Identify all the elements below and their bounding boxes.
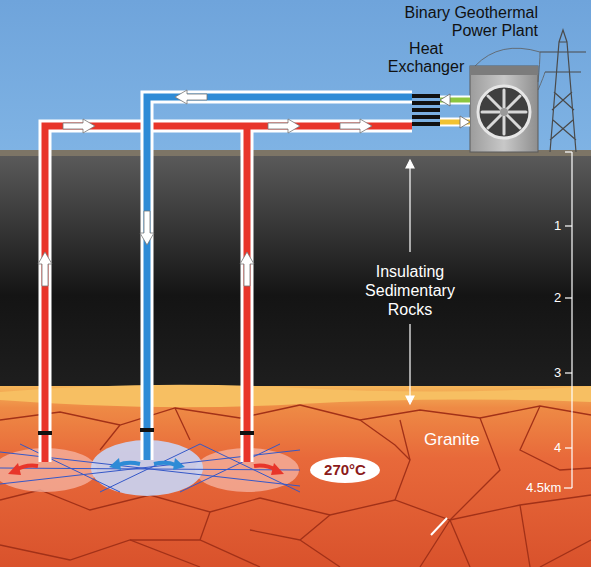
pylon-frame — [540, 30, 586, 152]
outflow-arrow — [118, 463, 140, 465]
flow-arrow — [240, 252, 254, 286]
production-pipe-outline — [241, 126, 254, 462]
arrowhead — [109, 458, 121, 470]
crack — [260, 495, 591, 520]
depth-number: 4.5km — [526, 480, 561, 496]
crack — [0, 540, 200, 567]
flow-arrow — [268, 119, 300, 133]
flow-arrow — [340, 119, 372, 133]
crack — [300, 405, 591, 420]
sedimentary-layer — [0, 156, 591, 388]
crack — [130, 540, 260, 567]
injection-pipe-outline — [147, 97, 412, 460]
fluid-pipe — [440, 94, 470, 106]
scale-tick — [565, 447, 572, 448]
plate — [412, 122, 440, 126]
well-packer — [38, 431, 52, 435]
scale-tick — [565, 151, 572, 152]
outflow-arrow — [154, 463, 176, 465]
fan-hub — [500, 108, 508, 116]
plate — [412, 115, 440, 119]
arrow-line — [409, 324, 410, 398]
fan-blades — [482, 90, 526, 134]
arrowhead — [271, 463, 284, 475]
power-line — [475, 48, 545, 90]
plate — [412, 101, 440, 105]
plant-building — [470, 66, 538, 152]
depth-number: 3 — [554, 365, 561, 381]
crack — [250, 515, 340, 567]
fluid-pipe — [440, 116, 470, 128]
crack — [420, 520, 470, 567]
arrowhead — [173, 458, 185, 470]
temperature-oval: 270°C — [310, 457, 380, 483]
depth-number: 4 — [554, 440, 561, 456]
plant-roof — [470, 66, 538, 75]
slash-mark — [431, 518, 447, 535]
flow-arrow — [140, 211, 154, 245]
flow-arrow — [63, 119, 95, 133]
plate — [412, 108, 440, 112]
production-pipe — [45, 126, 412, 462]
arrowhead — [406, 160, 414, 168]
heat-exchanger: Heat Exchanger — [412, 92, 440, 130]
arrowhead — [460, 116, 470, 128]
scale-tick — [565, 372, 572, 373]
outflow-arrows — [8, 458, 284, 475]
depth-number: 1 — [554, 218, 561, 234]
flow-arrows — [38, 90, 372, 286]
injection-pipe — [147, 97, 412, 460]
scale-line — [571, 152, 572, 488]
flow-arrow — [38, 252, 52, 286]
layer-label: Granite — [424, 430, 480, 450]
arrowhead — [406, 396, 414, 404]
arrowhead — [440, 94, 450, 106]
plate — [412, 94, 440, 98]
granite-layer — [0, 386, 591, 567]
crack — [520, 406, 591, 470]
granite-contact — [0, 385, 591, 407]
power-plant: Binary Geothermal Power Plant — [470, 66, 538, 152]
plant-fan — [478, 86, 530, 138]
scale-tick — [565, 225, 572, 226]
layer-label: Insulating Sedimentary Rocks — [350, 262, 470, 319]
fan-blade — [482, 90, 526, 134]
granite-cracks — [0, 405, 591, 567]
flow-arrow — [175, 90, 207, 104]
production-pipe — [244, 126, 251, 462]
heat-exchanger-plates — [412, 94, 440, 126]
node-heading: Binary Geothermal Power Plant — [363, 4, 538, 40]
production-pipe-outline — [45, 126, 412, 462]
temperature-value: 270°C — [324, 461, 366, 479]
crack — [395, 420, 410, 500]
scale-tick — [565, 297, 572, 298]
node-heading: Heat Exchanger — [371, 40, 481, 76]
well-packer — [240, 431, 254, 435]
depth-scale — [564, 152, 572, 488]
arrowhead — [8, 463, 21, 475]
pylon — [475, 30, 586, 152]
depth-number: 2 — [554, 290, 561, 306]
well-packer — [140, 428, 154, 432]
scale-tick — [564, 487, 572, 488]
arrow-line — [409, 166, 410, 252]
